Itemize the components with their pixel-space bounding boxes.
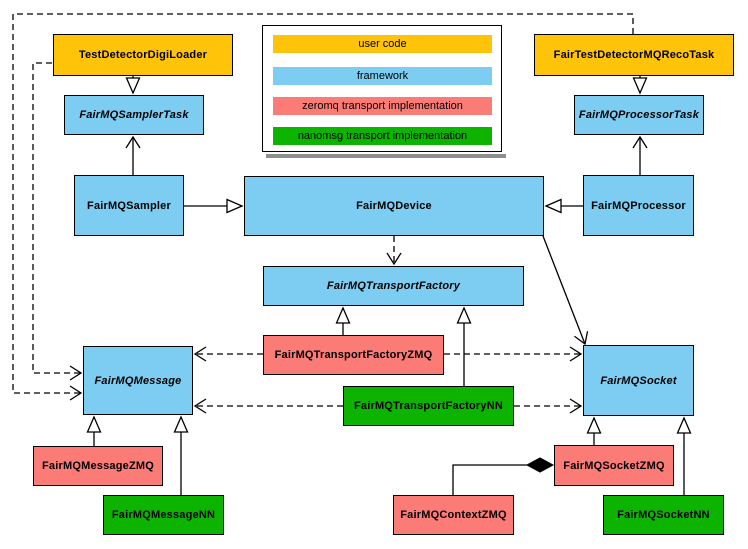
node-fairmqmessage: FairMQMessage	[83, 346, 193, 415]
composition-diamond	[525, 457, 555, 473]
node-fairmqsocketnn: FairMQSocketNN	[603, 495, 724, 535]
node-fairmqsampler: FairMQSampler	[74, 175, 184, 236]
node-fairmqsamplertask: FairMQSamplerTask	[64, 95, 204, 135]
node-fairmqtransportfactoryzmq: FairMQTransportFactoryZMQ	[263, 335, 444, 375]
node-fairmqsocketzmq: FairMQSocketZMQ	[554, 445, 674, 486]
edge-digiloader-message	[32, 62, 83, 381]
legend-item-framework: framework	[273, 67, 492, 85]
legend-label: user code	[358, 38, 407, 50]
legend-label: framework	[356, 70, 409, 82]
node-fairmqcontextzmq: FairMQContextZMQ	[393, 495, 514, 535]
legend-item-nanomsg: nanomsg transport implementation	[273, 127, 492, 145]
edge-socketzmq-contextzmq	[452, 464, 527, 495]
node-fairmqmessagenn: FairMQMessageNN	[103, 495, 224, 535]
legend-box: user code framework zeromq transport imp…	[262, 25, 506, 158]
node-fairmqsocket: FairMQSocket	[583, 345, 694, 416]
legend-item-user-code: user code	[273, 35, 492, 53]
node-fairmqdevice: FairMQDevice	[244, 176, 544, 236]
node-fairmqprocessortask: FairMQProcessorTask	[574, 95, 704, 135]
node-testdetectordigiloader: TestDetectorDigiLoader	[53, 34, 233, 76]
node-fairmqtransportfactorynn: FairMQTransportFactoryNN	[343, 386, 514, 426]
edge-recotask-message	[12, 13, 634, 401]
node-fairmqmessagezmq: FairMQMessageZMQ	[33, 446, 163, 486]
node-fairmqprocessor: FairMQProcessor	[583, 175, 694, 236]
node-fairmqtransportfactory: FairMQTransportFactory	[263, 266, 524, 306]
legend-label: zeromq transport implementation	[302, 100, 463, 112]
edge-device-socket	[542, 235, 589, 346]
legend-item-zeromq: zeromq transport implementation	[273, 97, 492, 115]
node-fairtestdetectormqrecotask: FairTestDetectorMQRecoTask	[534, 34, 734, 76]
legend-label: nanomsg transport implementation	[297, 130, 468, 142]
